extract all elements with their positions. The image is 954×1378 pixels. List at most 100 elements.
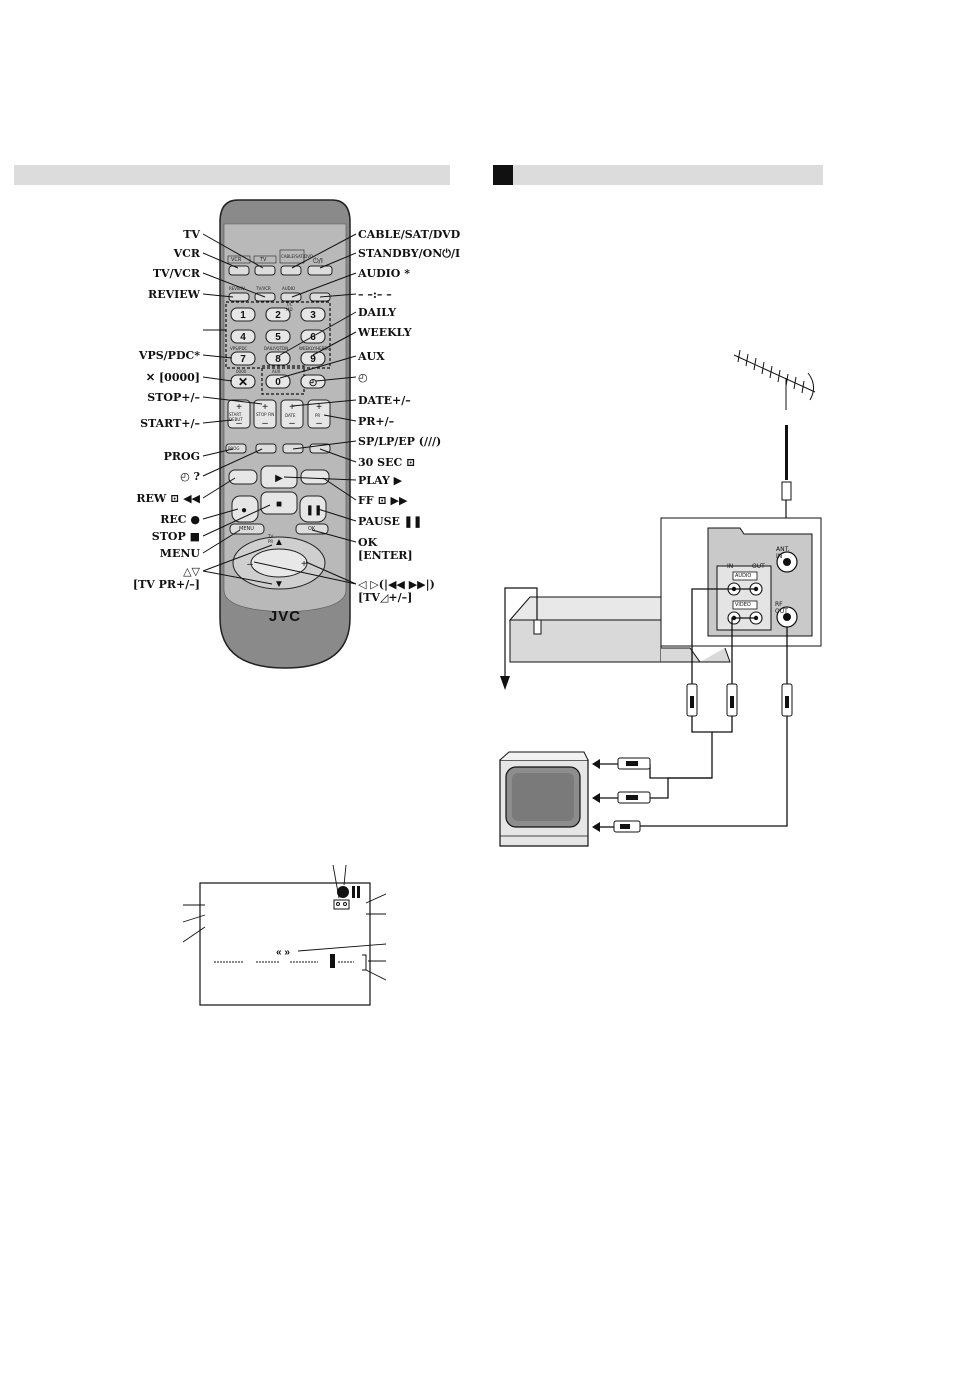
svg-text:+: + [289, 402, 295, 413]
label-menu: MENU [159, 547, 200, 560]
svg-text:▶: ▶ [275, 473, 283, 484]
rf-out-label: RF OUT [775, 601, 788, 615]
key-cable-label: CABLE/SAT/DVD [281, 254, 314, 259]
key-prog-label: PROG [228, 446, 240, 451]
label-rec: REC ● [160, 513, 200, 526]
label-audio: AUDIO * [358, 267, 410, 280]
svg-text:+: + [301, 559, 307, 570]
label-start-pm: START+/– [140, 417, 200, 430]
key-date-label: DATE [285, 413, 296, 418]
antenna [733, 349, 816, 410]
label-dashes: – –:– – [358, 288, 392, 301]
left-section-header [14, 165, 450, 185]
key-tvpr-label: TV PR [268, 534, 274, 544]
key-aux-label: AUX [272, 369, 281, 374]
svg-text:2: 2 [275, 310, 281, 321]
svg-text:–: – [289, 418, 295, 429]
svg-text:5: 5 [275, 332, 281, 343]
svg-text:❚❚: ❚❚ [306, 505, 323, 516]
audio-port-label: AUDIO [735, 573, 752, 579]
svg-text:0: 0 [275, 377, 281, 388]
svg-text:–: – [262, 418, 268, 429]
label-daily: DAILY [358, 306, 397, 319]
key-weekly-label: WEEKLY/HEBDO [299, 346, 331, 351]
key-tvvcr-label: TV/VCR [256, 286, 271, 291]
television [499, 751, 589, 847]
svg-text:+: + [236, 402, 242, 413]
label-tvpr: [TV PR+/–] [132, 578, 200, 591]
svg-text:+: + [316, 402, 322, 413]
key-pr-label: PR [315, 413, 321, 418]
svg-text:–: – [316, 418, 322, 429]
key-audio-label: AUDIO [282, 286, 296, 291]
svg-text:◴: ◴ [309, 377, 317, 387]
svg-text:–: – [236, 418, 242, 429]
label-tvvcr: TV/VCR [152, 267, 200, 280]
svg-text:▼: ▼ [274, 579, 284, 590]
key-ok-label: OK [308, 526, 316, 532]
svg-text:✕: ✕ [238, 375, 248, 389]
source-buttons [228, 265, 333, 276]
key-power-label: ⏻/I [313, 257, 323, 265]
jvc-logo: JVC [268, 608, 302, 625]
key-vpspdc-label: VPS/PDC [230, 346, 248, 351]
label-vcr: VCR [173, 247, 200, 260]
key-tcmd-label: T/C MD [286, 302, 293, 312]
label-play: PLAY ▶ [358, 474, 403, 487]
svg-text:8: 8 [275, 354, 281, 365]
ant-in-label: ANT. IN [776, 546, 790, 560]
video-port-label: VIDEO [735, 602, 751, 608]
svg-text:–: – [247, 559, 253, 570]
label-weekly: WEEKLY [358, 326, 412, 339]
label-stop-pm: STOP+/– [147, 391, 200, 404]
label-tvvol: [TV◿+/–] [358, 591, 413, 604]
svg-text:■: ■ [276, 499, 282, 510]
key-tv-label: TV [260, 257, 267, 263]
svg-text:6: 6 [310, 332, 316, 343]
label-vpspdc: VPS/PDC* [138, 349, 200, 362]
key-vcr-label: VCR [231, 257, 242, 263]
svg-text:« »: « » [276, 947, 290, 958]
right-section-header [493, 165, 823, 185]
label-skip: ◁ ▷(|◀◀ ▶▶|) [358, 578, 435, 591]
label-rew: REW ⊡ ◀◀ [136, 492, 200, 505]
label-tvpr-arrows: △▽ [183, 565, 200, 578]
key-start-label: START DEBUT [229, 412, 243, 422]
label-pause: PAUSE ❚❚ [358, 515, 423, 528]
label-review: REVIEW [148, 288, 200, 301]
svg-text:●: ● [241, 505, 247, 516]
svg-text:9: 9 [310, 354, 316, 365]
label-sec30: 30 SEC ⊡ [358, 456, 416, 469]
key-daily-label: DAILY/QTDN [264, 346, 289, 351]
key-cancel-label: 0000 [236, 369, 247, 374]
label-ff: FF ⊡ ▶▶ [358, 494, 408, 507]
out-label: OUT [752, 563, 765, 570]
label-standby: STANDBY/ON⏻/I [358, 247, 461, 260]
svg-text:3: 3 [310, 310, 316, 321]
label-timer: ◴ [358, 371, 368, 384]
label-date: DATE+/– [358, 394, 411, 407]
svg-text:1: 1 [240, 310, 246, 321]
label-cancel: ✕ [0000] [145, 371, 200, 384]
label-pr: PR+/– [358, 415, 395, 428]
label-stop: STOP ■ [151, 530, 200, 543]
key-review-label: REVIEW [229, 286, 245, 291]
label-ok: OK [358, 536, 378, 549]
svg-text:+: + [262, 402, 268, 413]
key-menu-label: MENU [239, 526, 254, 532]
label-tv: TV [183, 228, 200, 241]
label-prog: PROG [163, 450, 200, 463]
svg-text:7: 7 [240, 354, 246, 365]
label-cable: CABLE/SAT/DVD [358, 228, 461, 241]
svg-text:4: 4 [240, 332, 246, 343]
svg-text:▲: ▲ [274, 537, 284, 548]
key-stop-label: STOP FIN [256, 412, 275, 417]
label-timer-q: ◴ ? [180, 470, 200, 483]
label-splpep: SP/LP/EP (///) [358, 435, 442, 448]
section-marker-square [493, 165, 513, 185]
in-label: IN [727, 563, 734, 570]
